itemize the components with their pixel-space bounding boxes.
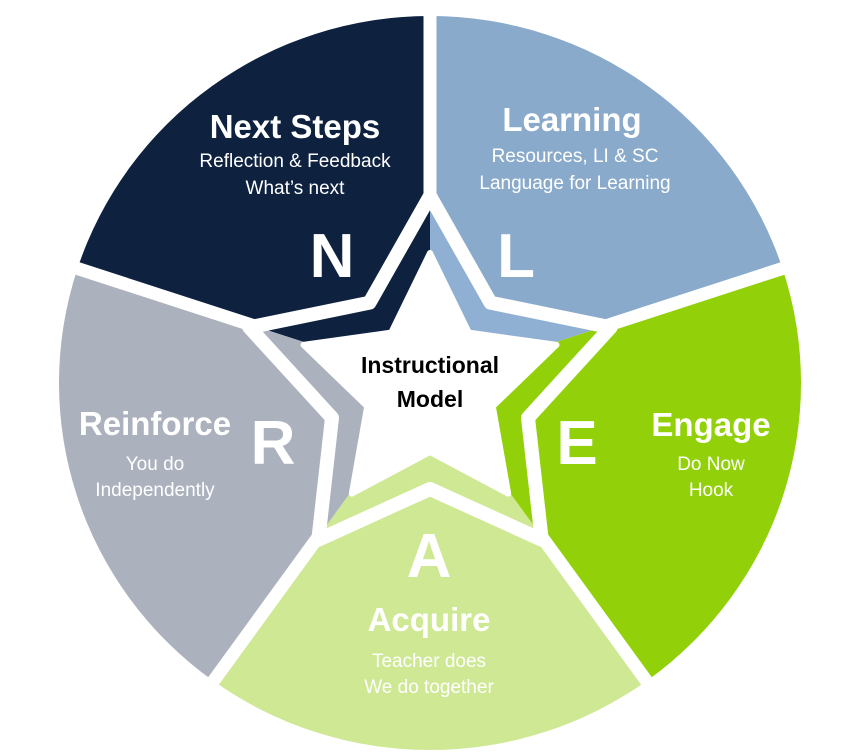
segment-line: Hook [689, 480, 734, 501]
segment-reinforce: Reinforce You do Independently R [79, 405, 296, 501]
segment-letter: L [497, 222, 535, 291]
segment-line: Teacher does [372, 651, 486, 672]
segment-title: Learning [502, 101, 641, 138]
segment-title: Engage [651, 406, 770, 443]
segment-line: Independently [95, 480, 215, 501]
segment-engage: Engage Do Now Hook E [556, 406, 770, 501]
segment-line: Language for Learning [479, 173, 670, 194]
segment-line: What’s next [246, 178, 346, 199]
center-label-line1: Instructional [361, 352, 499, 378]
segment-title: Next Steps [210, 108, 381, 145]
center-label-line2: Model [397, 386, 463, 412]
segment-letter: N [310, 222, 355, 291]
segment-line: Do Now [677, 454, 745, 475]
segment-letter: E [556, 409, 597, 478]
segment-letter: R [251, 409, 296, 478]
segment-letter: A [407, 522, 452, 591]
segment-learning: Learning Resources, LI & SC Language for… [479, 101, 670, 291]
segment-line: Reflection & Feedback [199, 151, 391, 172]
star-outline [242, 189, 618, 547]
segment-line: We do together [364, 677, 494, 698]
segment-line: Resources, LI & SC [492, 146, 659, 167]
segment-next-steps: Next Steps Reflection & Feedback What’s … [199, 108, 391, 291]
segment-title: Reinforce [79, 405, 231, 442]
segment-title: Acquire [368, 601, 491, 638]
center-star [300, 250, 560, 497]
segment-line: You do [126, 454, 184, 475]
segment-acquire: A Acquire Teacher does We do together [364, 522, 494, 698]
sector-acquire [211, 383, 649, 750]
